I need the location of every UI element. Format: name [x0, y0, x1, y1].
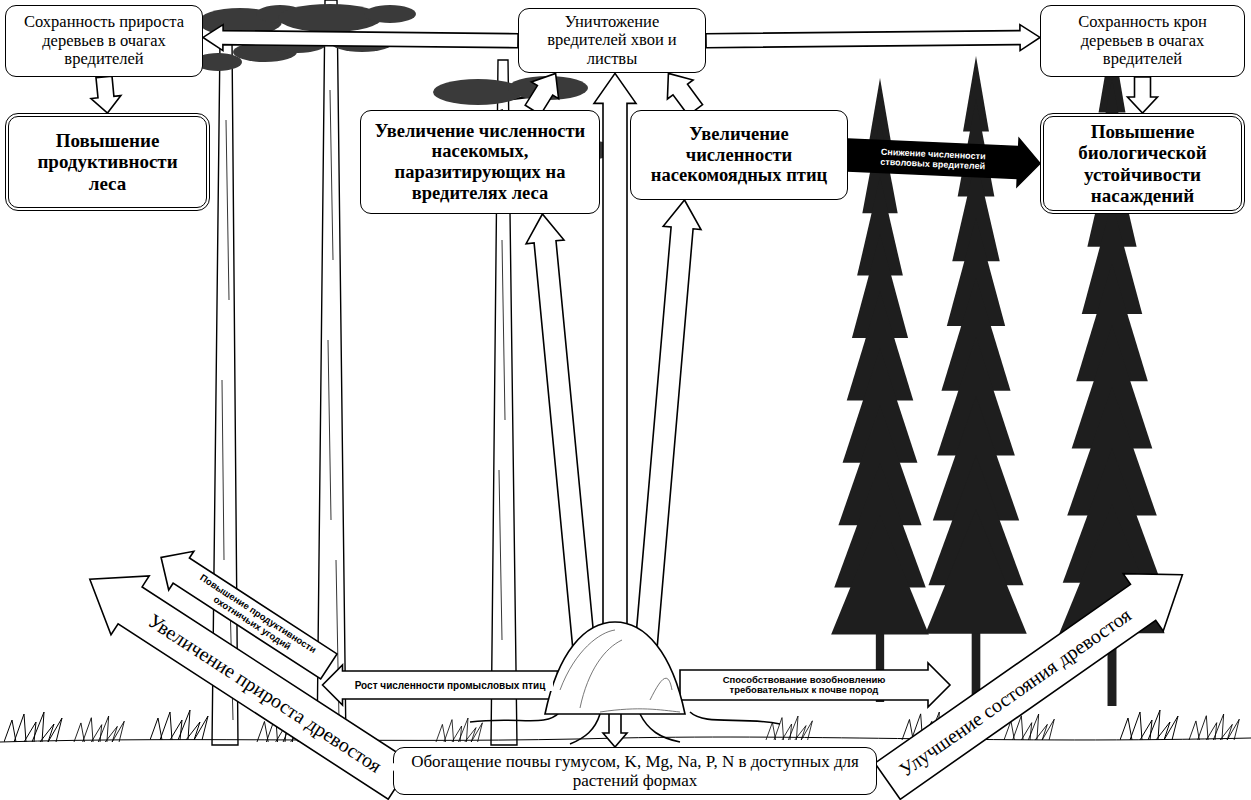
connector-arrow	[525, 73, 558, 114]
band-arrow	[680, 663, 950, 707]
pine-trunk	[317, 0, 346, 745]
box-text: Повышение биологической устойчивости нас…	[1052, 121, 1233, 206]
band-arrow	[161, 551, 337, 679]
connector-arrow	[91, 76, 121, 113]
pine-crown	[433, 79, 523, 105]
box-text: Повышение продуктивности леса	[17, 130, 198, 194]
text-box: Обогащение почвы гумусом, K, Mg, Na, P, …	[393, 747, 877, 795]
grass-tuft	[1120, 710, 1178, 740]
arrow-label: Рост численности промысловых птиц	[348, 680, 553, 691]
bark-line	[222, 120, 233, 720]
pine-crown	[278, 4, 382, 32]
text-box: Увеличение численности насекомоядных пти…	[630, 110, 848, 200]
anthill	[545, 622, 685, 714]
grass-tuft	[766, 716, 812, 740]
box-text: Увеличение численности насекомоядных пти…	[639, 124, 839, 186]
pine-crown	[364, 5, 416, 23]
band-arrow	[323, 665, 558, 705]
box-text: Обогащение почвы гумусом, K, Mg, Na, P, …	[402, 752, 868, 790]
connector-arrow	[203, 25, 518, 51]
anthill-arrow	[634, 200, 701, 661]
grass-tuft	[74, 716, 124, 742]
connector-arrow	[706, 25, 1040, 51]
box-text: Уничтожение вредителей хвои и листвы	[527, 13, 697, 68]
grass-tuft	[4, 712, 62, 742]
box-text: Сохранность крон деревьев в очагах вреди…	[1049, 13, 1236, 68]
anthill-arrow	[526, 214, 596, 661]
arrow-label: Способствование возобновлению требовател…	[714, 675, 894, 696]
box-text: Сохранность прироста деревьев в очагах в…	[14, 13, 194, 68]
connector-arrow	[667, 73, 702, 115]
bark-line	[499, 240, 505, 640]
text-box: Увеличение численности насекомых, парази…	[360, 110, 600, 214]
grass-tuft	[1189, 714, 1239, 740]
text-box: Уничтожение вредителей хвои и листвы	[518, 8, 706, 73]
result-box: Повышение биологической устойчивости нас…	[1040, 113, 1245, 214]
band-arrow	[875, 574, 1183, 800]
box-text: Увеличение численности насекомых, парази…	[369, 121, 591, 204]
anthill-shading	[560, 630, 680, 712]
connector-arrow	[1128, 77, 1158, 113]
connector-arrow	[847, 139, 1040, 187]
grass-tuft	[150, 710, 208, 740]
text-box: Сохранность крон деревьев в очагах вреди…	[1040, 5, 1245, 77]
bark-line	[328, 90, 339, 720]
result-box: Повышение продуктивности леса	[5, 113, 210, 211]
text-box: Сохранность прироста деревьев в очагах в…	[5, 5, 203, 77]
root	[470, 712, 780, 744]
